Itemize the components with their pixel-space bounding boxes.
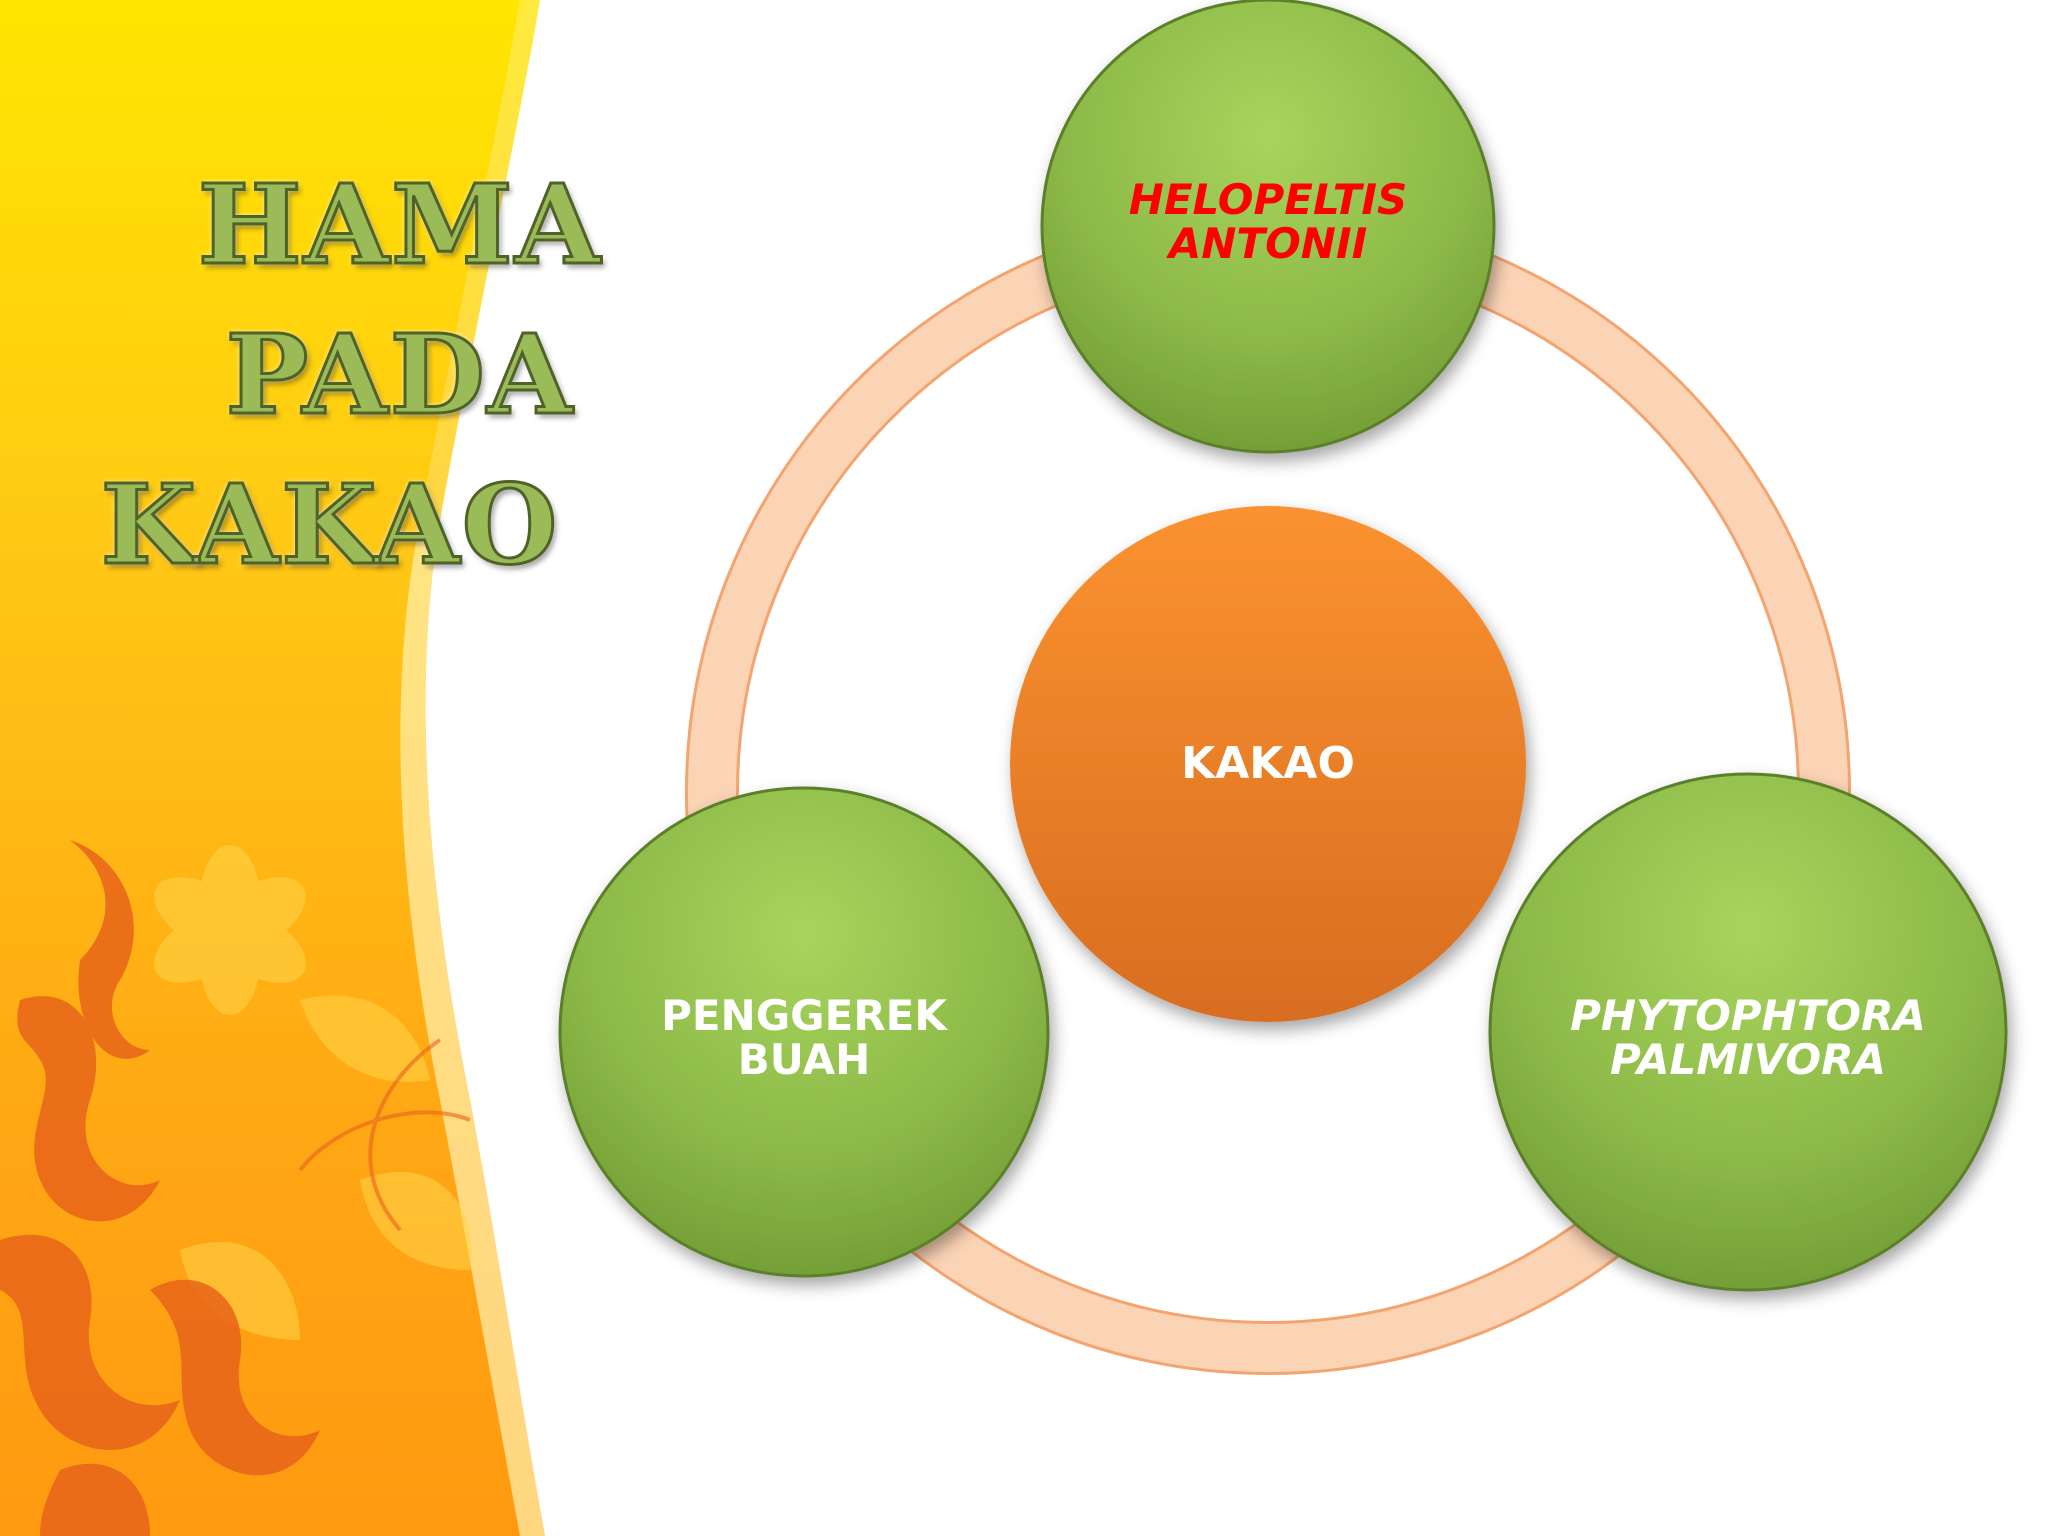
node-left-line-1: PENGGEREK: [661, 991, 947, 1040]
node-left-circle: [558, 786, 1050, 1278]
node-top-line-1: HELOPELTIS: [1128, 175, 1408, 224]
node-top-line-2: ANTONII: [1168, 219, 1368, 268]
slide-title-line-2: KAKAO: [99, 459, 560, 591]
node-right-circle: [1488, 772, 2008, 1292]
slide-title: HAMA PADA KAKAO: [99, 150, 700, 600]
node-right-line-2: PALMIVORA: [1610, 1035, 1886, 1084]
slide-title-line-1: HAMA PADA: [196, 159, 603, 441]
center-node-text: KAKAO: [1181, 738, 1355, 789]
node-top-circle: [1040, 0, 1496, 454]
node-left-line-2: BUAH: [737, 1035, 871, 1084]
center-node-label: KAKAO: [1181, 742, 1355, 786]
node-right-label: PHYTOPHTORA PALMIVORA: [1570, 994, 1926, 1082]
node-right-line-1: PHYTOPHTORA: [1570, 991, 1926, 1040]
center-node-circle: [1010, 506, 1526, 1022]
node-left-label: PENGGEREK BUAH: [661, 994, 947, 1082]
node-top-label: HELOPELTIS ANTONII: [1129, 178, 1408, 266]
